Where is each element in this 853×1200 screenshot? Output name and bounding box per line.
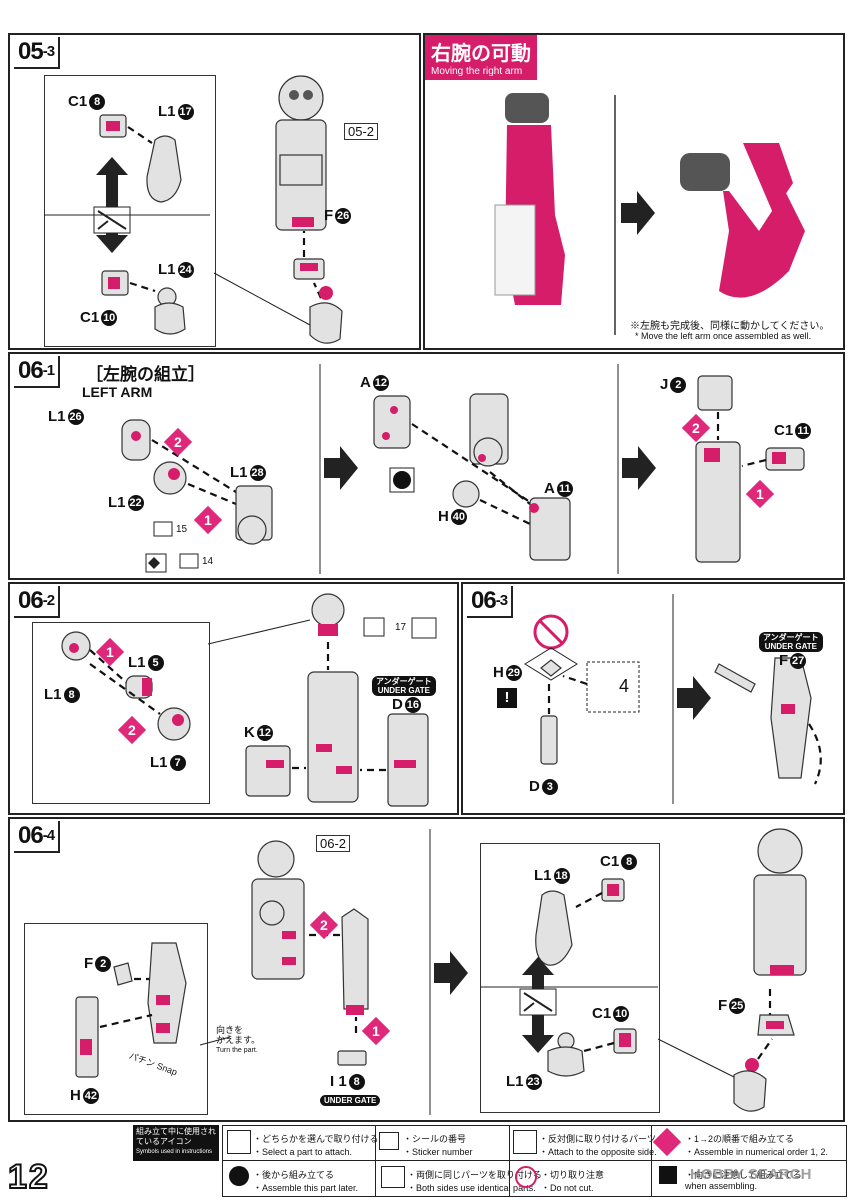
step-number: 06-4 — [14, 821, 61, 853]
reference-tag: 06-2 — [316, 835, 351, 852]
step-number: 06-2 — [14, 586, 61, 618]
select-part-icon — [227, 1130, 251, 1154]
step-number: 06-3 — [467, 586, 514, 618]
right-arm-illustration — [494, 93, 805, 335]
sub-assembly-box — [32, 622, 210, 804]
section-subtitle: Moving the right arm — [431, 66, 523, 77]
section-header: 右腕の可動 Moving the right arm — [425, 35, 537, 80]
reference-tag: 05-2 — [344, 123, 379, 140]
option-box — [44, 75, 216, 347]
under-gate-label: UNDER GATE — [320, 1095, 381, 1106]
warning-icon: ! — [497, 688, 517, 708]
both-sides-icon — [381, 1166, 405, 1188]
turn-note-en: Turn the part. — [216, 1047, 258, 1054]
opposite-side-icon — [513, 1130, 537, 1154]
sticker-17: 17 — [395, 622, 407, 633]
step-05-3-illustration — [44, 75, 343, 344]
step-06-2-illustration — [61, 593, 437, 807]
panel-step-06-4: 06-4 — [8, 817, 845, 1122]
watermark: HOBBY SEARCH — [690, 1166, 812, 1183]
legend-item-1: ・どちらかを選んで取り付ける・Select a part to attach. — [253, 1134, 379, 1157]
caution-icon — [659, 1166, 677, 1184]
legend-box: ・どちらかを選んで取り付ける・Select a part to attach. … — [222, 1125, 847, 1197]
step-number: 05-3 — [14, 37, 61, 69]
legend-item-2: ・シールの番号・Sticker number — [403, 1134, 473, 1157]
page-number: 12 — [7, 1157, 50, 1197]
assemble-later-icon — [229, 1166, 249, 1186]
legend-item-4: ・1→2の順番で組み立てる・Assemble in numerical orde… — [685, 1134, 829, 1157]
legend-item-3: ・反対側に取り付けるパーツ・Attach to the opposite sid… — [539, 1134, 657, 1157]
legend-item-7: ・切り取り注意・Do not cut. — [541, 1170, 605, 1193]
step-06-4-illustration — [75, 828, 807, 1115]
section-title: ［左腕の組立］ — [86, 365, 205, 385]
section-title-en: LEFT ARM — [82, 384, 153, 400]
do-not-cut-icon — [515, 1166, 537, 1188]
option-box — [480, 843, 660, 1113]
legend-header: 組み立て中に使用されているアイコン Symbols used in instru… — [133, 1125, 219, 1161]
legend-header-en: Symbols used in instructions — [136, 1149, 213, 1155]
sticker-15: 15 — [176, 524, 188, 535]
section-title: 右腕の可動 — [431, 41, 531, 65]
panel-right-arm-movement: 右腕の可動 Moving the right arm ※左腕も完成後、同様に動か… — [423, 33, 845, 350]
step-06-3-illustration — [524, 594, 822, 804]
note-jp: ※左腕も完成後、同様に動かしてください。 — [630, 321, 830, 332]
sticker-icon — [379, 1132, 399, 1150]
note-en: * Move the left arm once assembled as we… — [635, 331, 812, 341]
legend-header-jp: 組み立て中に使用されているアイコン — [136, 1127, 216, 1146]
turn-note-jp: 向きを かえます。 — [216, 1025, 261, 1045]
step-number: 06-1 — [14, 356, 61, 388]
sticker-14: 14 — [202, 556, 214, 567]
order-badge-icon — [652, 1127, 682, 1157]
inset-number: 4 — [619, 676, 630, 696]
step-06-1-illustration — [121, 364, 805, 574]
sub-assembly-box — [24, 923, 208, 1115]
legend-item-5: ・後から組み立てる・Assemble this part later. — [253, 1170, 359, 1193]
legend-item-6: ・両側に同じパーツを取り付ける・Both sides use identical… — [407, 1170, 542, 1193]
